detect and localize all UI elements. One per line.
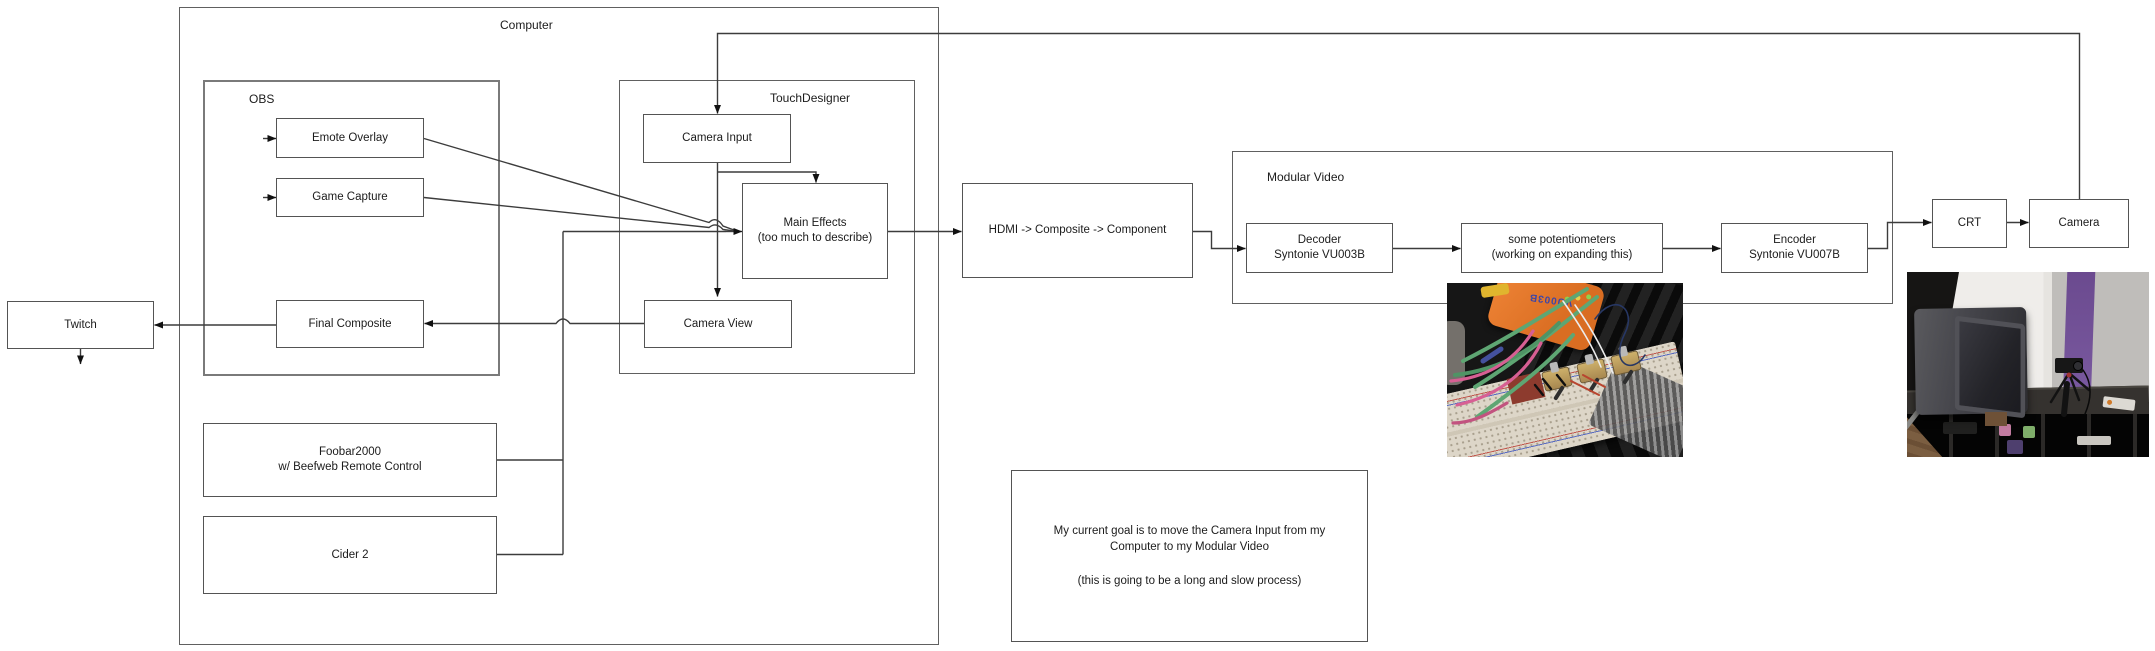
photo-shelf-item-console bbox=[2077, 436, 2111, 445]
node-camera-view: Camera View bbox=[644, 300, 792, 348]
node-cider2: Cider 2 bbox=[203, 516, 497, 594]
photo-crt-television bbox=[1914, 307, 2033, 426]
photo-shelf-item-green bbox=[2023, 426, 2035, 438]
photo-tv-stand-block bbox=[1985, 412, 2007, 426]
photo-tripod-lines bbox=[2049, 369, 2091, 417]
node-emote-overlay: Emote Overlay bbox=[276, 118, 424, 158]
node-decoder: Decoder Syntonie VU003B bbox=[1246, 223, 1393, 273]
photo-camera-lens bbox=[2073, 361, 2083, 371]
breadboard-photo: VU003B bbox=[1447, 283, 1683, 457]
computer-group-frame: Computer bbox=[179, 7, 939, 645]
photo-shelf-item-pink bbox=[1999, 424, 2011, 436]
photo-camera-body bbox=[2055, 358, 2083, 373]
computer-group-label: Computer bbox=[500, 18, 553, 32]
crt-tv-photo bbox=[1907, 272, 2149, 457]
obs-group-label: OBS bbox=[249, 92, 275, 106]
node-camera: Camera bbox=[2029, 199, 2129, 248]
touchdesigner-group-label: TouchDesigner bbox=[770, 91, 851, 105]
photo-shelf-item-purple-cube bbox=[2007, 440, 2023, 454]
node-potentiometers: some potentiometers (working on expandin… bbox=[1461, 223, 1663, 273]
modular-video-group-label: Modular Video bbox=[1267, 170, 1345, 184]
node-encoder: Encoder Syntonie VU007B bbox=[1721, 223, 1868, 273]
node-twitch: Twitch bbox=[7, 301, 154, 349]
node-final-composite: Final Composite bbox=[276, 300, 424, 348]
node-hdmi-chain: HDMI -> Composite -> Component bbox=[962, 183, 1193, 278]
photo-gray-object bbox=[1447, 321, 1465, 385]
goal-note: My current goal is to move the Camera In… bbox=[1011, 470, 1368, 642]
node-main-effects: Main Effects (too much to describe) bbox=[742, 183, 888, 279]
photo-shelf-item-black-box bbox=[1943, 422, 1977, 434]
photo-wires bbox=[1449, 287, 1646, 425]
node-foobar2000: Foobar2000 w/ Beefweb Remote Control bbox=[203, 423, 497, 497]
node-camera-input: Camera Input bbox=[643, 114, 791, 163]
node-crt: CRT bbox=[1932, 199, 2007, 248]
node-game-capture: Game Capture bbox=[276, 178, 424, 217]
